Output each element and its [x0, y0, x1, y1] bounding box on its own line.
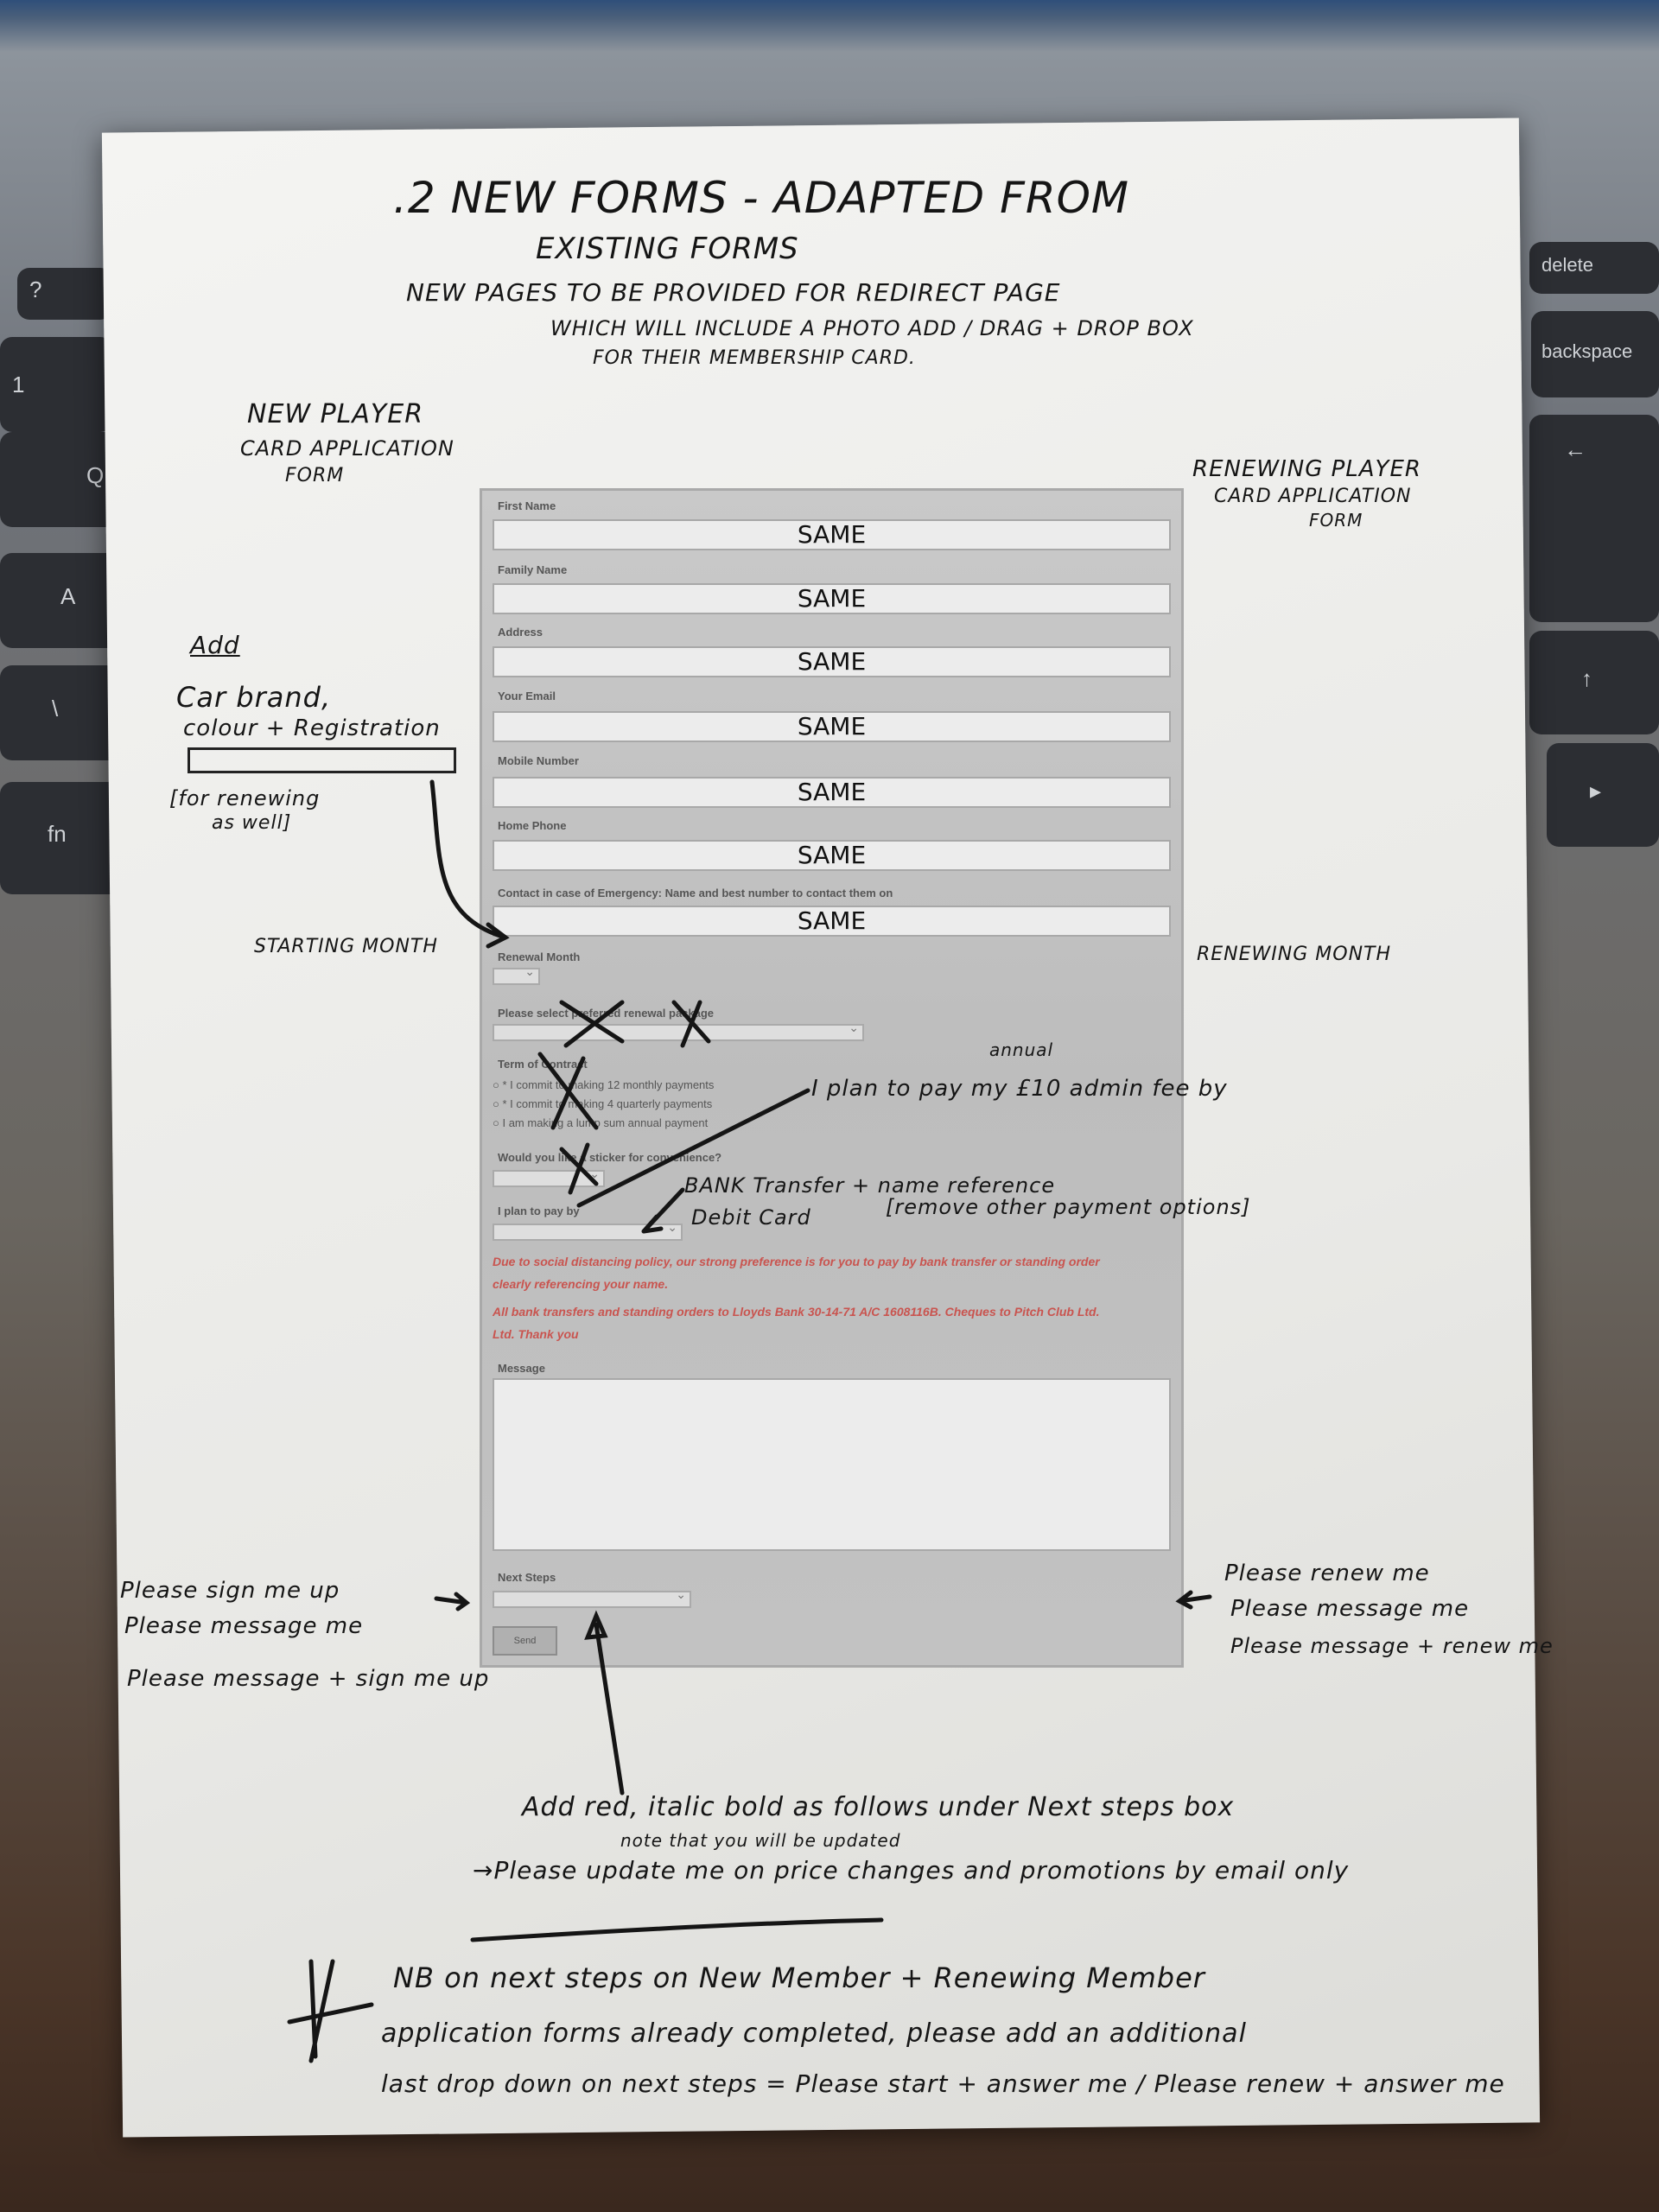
note-line: NEW PLAYER — [247, 399, 424, 429]
note-line: FORM — [285, 465, 345, 486]
message-label: Message — [498, 1362, 545, 1375]
pay-by-label: I plan to pay by — [498, 1205, 580, 1217]
renewal-month-label: Renewal Month — [498, 950, 581, 963]
family-name-input[interactable]: SAME — [493, 583, 1171, 614]
note-line: as well] — [212, 812, 292, 834]
next-steps-label: Next Steps — [498, 1571, 556, 1584]
payment-notice: All bank transfers and standing orders t… — [493, 1305, 1100, 1319]
key: ▸ — [1547, 743, 1659, 847]
key: 1 — [0, 337, 112, 432]
address-input[interactable]: SAME — [493, 646, 1171, 677]
email-input[interactable]: SAME — [493, 711, 1171, 742]
radio-label: I am making a lump sum annual payment — [502, 1116, 709, 1129]
key: ? — [17, 268, 112, 320]
field-label: Your Email — [498, 690, 556, 702]
mobile-input[interactable]: SAME — [493, 777, 1171, 808]
payment-notice: Due to social distancing policy, our str… — [493, 1255, 1100, 1268]
field-label: Address — [498, 626, 543, 639]
first-name-input[interactable]: SAME — [493, 519, 1171, 550]
field-label: Home Phone — [498, 819, 567, 832]
option-note: Please message + renew me — [1230, 1634, 1554, 1658]
key: ← — [1529, 415, 1659, 622]
note-line: colour + Registration — [183, 715, 441, 741]
nb-line: last drop down on next steps = Please st… — [381, 2069, 1505, 2098]
field-label: First Name — [498, 499, 556, 512]
option-note: Please message + sign me up — [127, 1666, 490, 1692]
bullet-line-1: NEW PAGES TO BE PROVIDED FOR REDIRECT PA… — [406, 278, 1061, 307]
radio-label: * I commit to making 4 quarterly payment… — [502, 1097, 713, 1110]
key: delete — [1529, 242, 1659, 294]
option-note: Please message me — [124, 1613, 364, 1639]
title-line-2: EXISTING FORMS — [536, 232, 799, 266]
key: ↑ — [1529, 631, 1659, 734]
key: backspace — [1531, 311, 1659, 397]
car-details-input[interactable] — [188, 747, 456, 773]
nb-line: NB on next steps on New Member + Renewin… — [393, 1961, 1205, 1994]
payment-notice: Ltd. Thank you — [493, 1327, 579, 1341]
note-line: CARD APPLICATION — [1214, 486, 1412, 507]
instruction-line: →Please update me on price changes and p… — [473, 1856, 1350, 1885]
option-note: Please renew me — [1224, 1560, 1430, 1586]
payment-notice: clearly referencing your name. — [493, 1277, 669, 1291]
term-radio[interactable]: ○ * I commit to making 12 monthly paymen… — [493, 1078, 715, 1091]
note-line: RENEWING PLAYER — [1192, 456, 1421, 482]
option-note: Please sign me up — [120, 1578, 340, 1604]
title-line-1: .2 NEW FORMS - ADAPTED FROM — [393, 173, 1130, 223]
renewal-month-select[interactable] — [493, 964, 540, 985]
starting-month-note: STARTING MONTH — [254, 936, 438, 957]
renewing-month-note: RENEWING MONTH — [1197, 944, 1392, 965]
field-label: Mobile Number — [498, 754, 579, 767]
field-label: Contact in case of Emergency: Name and b… — [498, 887, 893, 899]
bullet-line-3: FOR THEIR MEMBERSHIP CARD. — [593, 347, 916, 369]
term-label: Term of Contract — [498, 1058, 588, 1071]
note-line: CARD APPLICATION — [240, 436, 454, 461]
remove-options-note: [remove other payment options] — [886, 1195, 1251, 1219]
debit-card-option: Debit Card — [691, 1205, 811, 1230]
nb-line: application forms already completed, ple… — [381, 2018, 1247, 2049]
note-line: Car brand, — [176, 681, 332, 714]
sticker-select[interactable] — [493, 1166, 605, 1187]
send-button[interactable]: Send — [493, 1626, 557, 1656]
key: fn — [0, 782, 121, 894]
annual-note: annual — [989, 1039, 1054, 1060]
next-steps-select[interactable] — [493, 1587, 691, 1608]
note-line: FORM — [1309, 510, 1363, 531]
instruction-line: Add red, italic bold as follows under Ne… — [522, 1792, 1235, 1822]
pay-by-select[interactable] — [493, 1220, 683, 1241]
note-line: [for renewing — [169, 786, 321, 810]
add-heading: Add — [190, 631, 240, 659]
term-radio[interactable]: ○ * I commit to making 4 quarterly payme… — [493, 1097, 713, 1110]
option-note: Please message me — [1230, 1596, 1470, 1622]
term-radio[interactable]: ○ I am making a lump sum annual payment — [493, 1116, 709, 1129]
emergency-contact-input[interactable]: SAME — [493, 906, 1171, 937]
bullet-line-2: WHICH WILL INCLUDE A PHOTO ADD / DRAG + … — [550, 316, 1194, 340]
sticker-label: Would you like a sticker for convenience… — [498, 1151, 722, 1164]
pay-admin-fee-note: I plan to pay my £10 admin fee by — [811, 1076, 1228, 1102]
bank-transfer-option: BANK Transfer + name reference — [684, 1173, 1056, 1198]
message-textarea[interactable] — [493, 1378, 1171, 1551]
package-label: Please select preferred renewal package — [498, 1007, 715, 1020]
instruction-line: note that you will be updated — [620, 1830, 901, 1851]
field-label: Family Name — [498, 563, 568, 576]
home-phone-input[interactable]: SAME — [493, 840, 1171, 871]
package-select[interactable] — [493, 1020, 864, 1041]
radio-label: * I commit to making 12 monthly payments — [502, 1078, 715, 1091]
